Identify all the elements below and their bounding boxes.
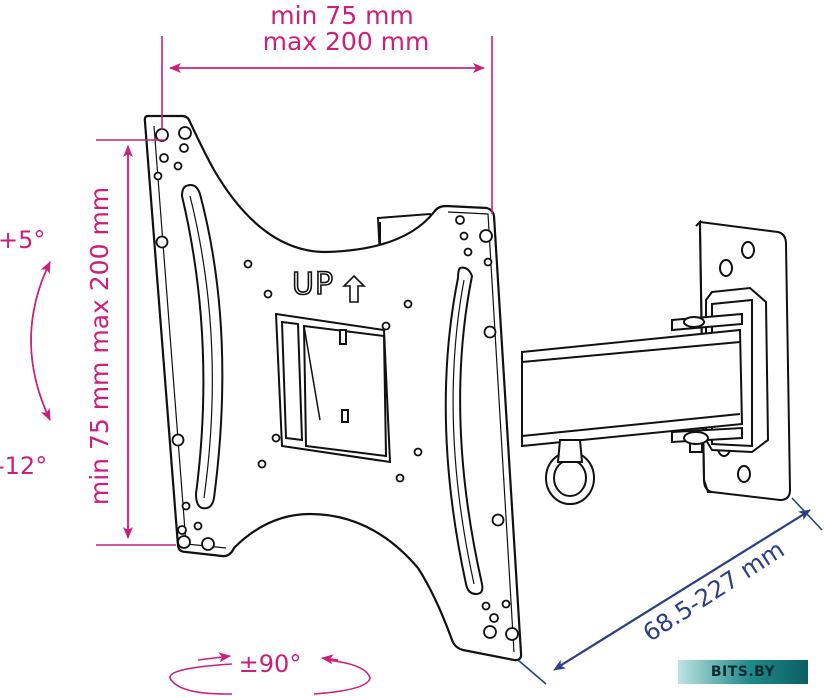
horizontal-min-label: min 75 mm <box>270 1 414 30</box>
swivel-arrows <box>169 652 371 695</box>
vertical-dimension-label: min 75 mm max 200 mm <box>85 187 114 505</box>
swivel-label: ±90° <box>239 650 302 678</box>
tilt-down-label: -12° <box>0 452 47 480</box>
plate-center-window <box>274 312 392 464</box>
horizontal-max-label: max 200 mm <box>263 27 430 56</box>
up-arrow-icon <box>342 274 366 303</box>
mounting-holes <box>153 126 519 641</box>
extension-dimension <box>517 497 823 685</box>
cable-clip <box>545 439 595 505</box>
watermark-logo: BITS.BY <box>678 660 808 684</box>
dimension-lines <box>30 36 493 546</box>
arm-extension-label: 68.5-227 mm <box>638 535 789 647</box>
plate-slots <box>180 184 484 596</box>
up-label: UP <box>292 267 334 302</box>
tilt-up-label: +5° <box>0 226 45 254</box>
extension-arm <box>521 328 744 448</box>
